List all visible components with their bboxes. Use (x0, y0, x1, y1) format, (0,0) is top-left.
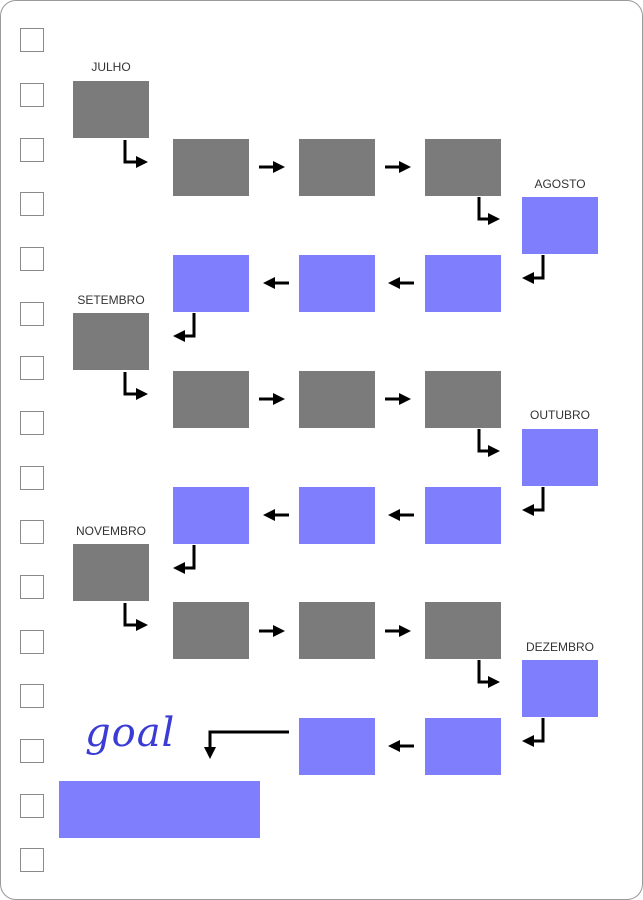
elbow-arrow-right-icon (123, 372, 148, 400)
tracker-box[interactable] (73, 544, 149, 601)
checkbox[interactable] (20, 684, 44, 708)
checkbox[interactable] (20, 28, 44, 52)
tracker-box[interactable] (173, 602, 249, 659)
month-label-outubro: OUTUBRO (530, 408, 590, 422)
month-label-julho: JULHO (91, 60, 131, 74)
tracker-box[interactable] (299, 602, 375, 659)
checkbox[interactable] (20, 466, 44, 490)
tracker-box[interactable] (425, 602, 501, 659)
elbow-arrow-left-icon (522, 718, 545, 747)
elbow-arrow-left-icon (522, 487, 545, 516)
checkbox[interactable] (20, 356, 44, 380)
tracker-box[interactable] (425, 139, 501, 196)
tracker-box[interactable] (73, 313, 149, 370)
tracker-box[interactable] (173, 487, 249, 544)
tracker-box[interactable] (425, 718, 501, 775)
tracker-box[interactable] (299, 371, 375, 428)
goal-label: goal (85, 710, 176, 756)
checkbox[interactable] (20, 520, 44, 544)
elbow-arrow-right-icon (123, 603, 148, 631)
tracker-box[interactable] (522, 429, 598, 486)
month-label-dezembro: DEZEMBRO (525, 640, 594, 654)
elbow-arrow-right-icon (123, 140, 148, 168)
elbow-arrow-left-icon (522, 255, 545, 284)
tracker-box[interactable] (522, 660, 598, 717)
checkbox[interactable] (20, 411, 44, 435)
checkbox[interactable] (20, 575, 44, 599)
checkbox[interactable] (20, 848, 44, 872)
tracker-box[interactable] (299, 139, 375, 196)
checkbox[interactable] (20, 192, 44, 216)
tracker-box[interactable] (173, 371, 249, 428)
checkbox[interactable] (20, 247, 44, 271)
tracker-box[interactable] (299, 255, 375, 312)
tracker-box[interactable] (73, 81, 149, 138)
tracker-box[interactable] (522, 197, 598, 254)
elbow-arrow-left-icon (173, 313, 196, 342)
goal-box[interactable] (59, 781, 260, 838)
elbow-arrow-right-icon (477, 429, 500, 457)
month-label-setembro: SETEMBRO (77, 293, 145, 307)
month-label-agosto: AGOSTO (534, 177, 586, 191)
month-label-novembro: NOVEMBRO (75, 524, 146, 538)
elbow-arrow-right-icon (477, 197, 500, 225)
checkbox[interactable] (20, 302, 44, 326)
elbow-arrow-down-icon (204, 730, 289, 759)
tracker-box[interactable] (299, 487, 375, 544)
tracker-box[interactable] (425, 255, 501, 312)
tracker-box[interactable] (173, 139, 249, 196)
tracker-box[interactable] (425, 371, 501, 428)
checkbox[interactable] (20, 739, 44, 763)
tracker-box[interactable] (425, 487, 501, 544)
checkbox[interactable] (20, 83, 44, 107)
checkbox[interactable] (20, 630, 44, 654)
checkbox[interactable] (20, 138, 44, 162)
elbow-arrow-right-icon (477, 660, 500, 688)
elbow-arrow-left-icon (173, 545, 196, 574)
checkbox[interactable] (20, 794, 44, 818)
tracker-box[interactable] (173, 255, 249, 312)
tracker-box[interactable] (299, 718, 375, 775)
